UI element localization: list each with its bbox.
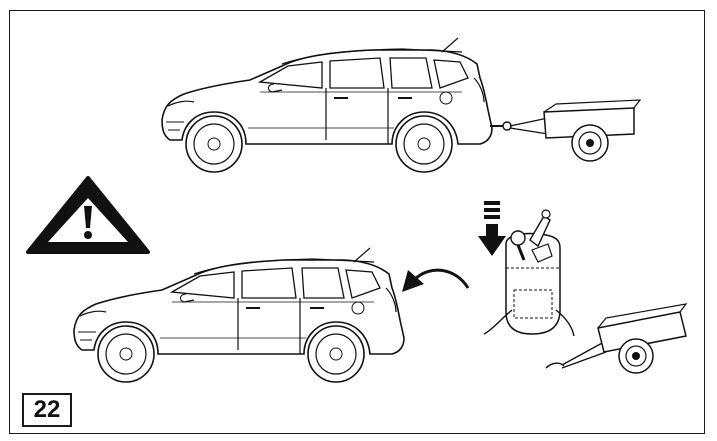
down-arrow-icon bbox=[478, 203, 506, 256]
step-number: 22 bbox=[34, 396, 61, 424]
curved-arrow-icon bbox=[402, 270, 468, 292]
detached-trailer-illustration bbox=[546, 304, 686, 373]
warning-icon bbox=[28, 178, 148, 252]
car-towing-trailer-illustration bbox=[162, 38, 640, 172]
car-without-towbar-illustration bbox=[74, 248, 404, 382]
step-number-box: 22 bbox=[22, 393, 72, 427]
